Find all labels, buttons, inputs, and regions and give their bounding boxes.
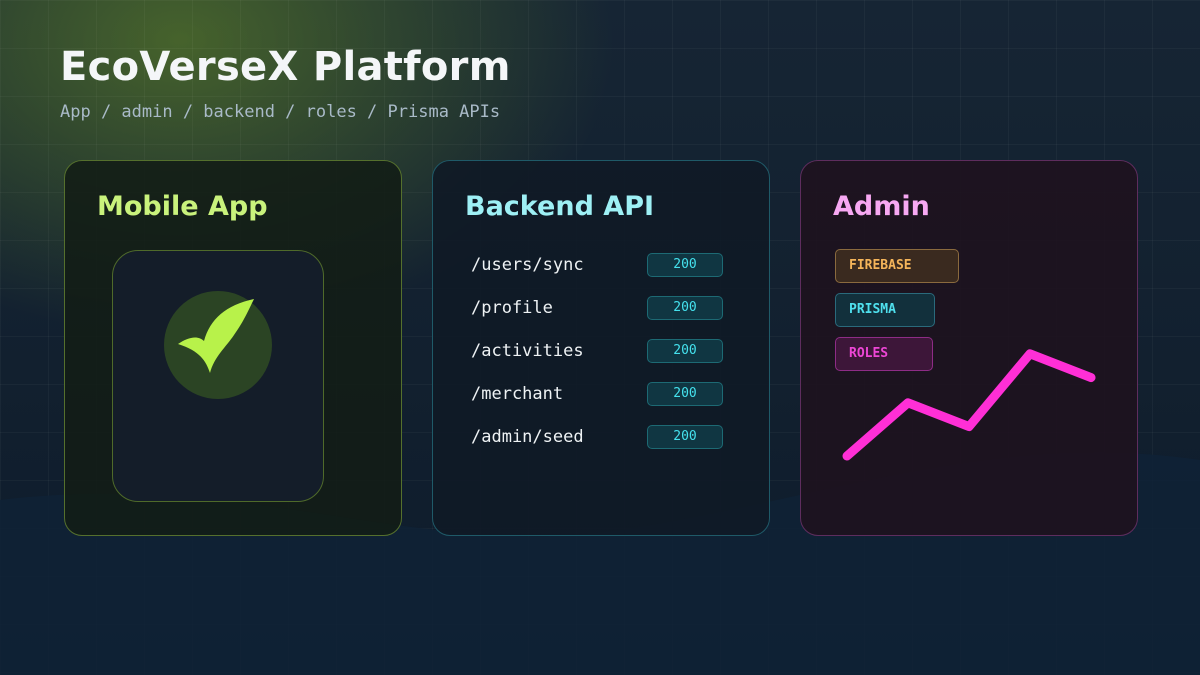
status-badge: 200 [647,253,723,277]
breadcrumb: App / admin / backend / roles / Prisma A… [60,102,501,122]
firebase-tag: FIREBASE [835,249,959,283]
trend-line-chart [842,349,1096,461]
status-badge: 200 [647,425,723,449]
status-badge: 200 [647,296,723,320]
phone-frame [112,250,324,502]
roles-tag: ROLES [835,337,933,371]
leaf-checkmark-icon [164,291,272,399]
admin-title: Admin [833,191,930,222]
backend-api-title: Backend API [465,191,655,222]
status-badge: 200 [647,339,723,363]
admin-card: Admin FIREBASE PRISMA ROLES [800,160,1138,536]
trend-line [842,349,1096,461]
page-title: EcoVerseX Platform [60,44,511,90]
route-path: /profile [471,298,553,318]
mobile-app-card: Mobile App [64,160,402,536]
backend-api-card: Backend API /users/sync 200 /profile 200… [432,160,770,536]
route-path: /users/sync [471,255,584,275]
route-path: /activities [471,341,584,361]
route-path: /merchant [471,384,564,404]
prisma-tag: PRISMA [835,293,935,327]
route-path: /admin/seed [471,427,584,447]
status-badge: 200 [647,382,723,406]
mobile-app-title: Mobile App [97,191,268,222]
